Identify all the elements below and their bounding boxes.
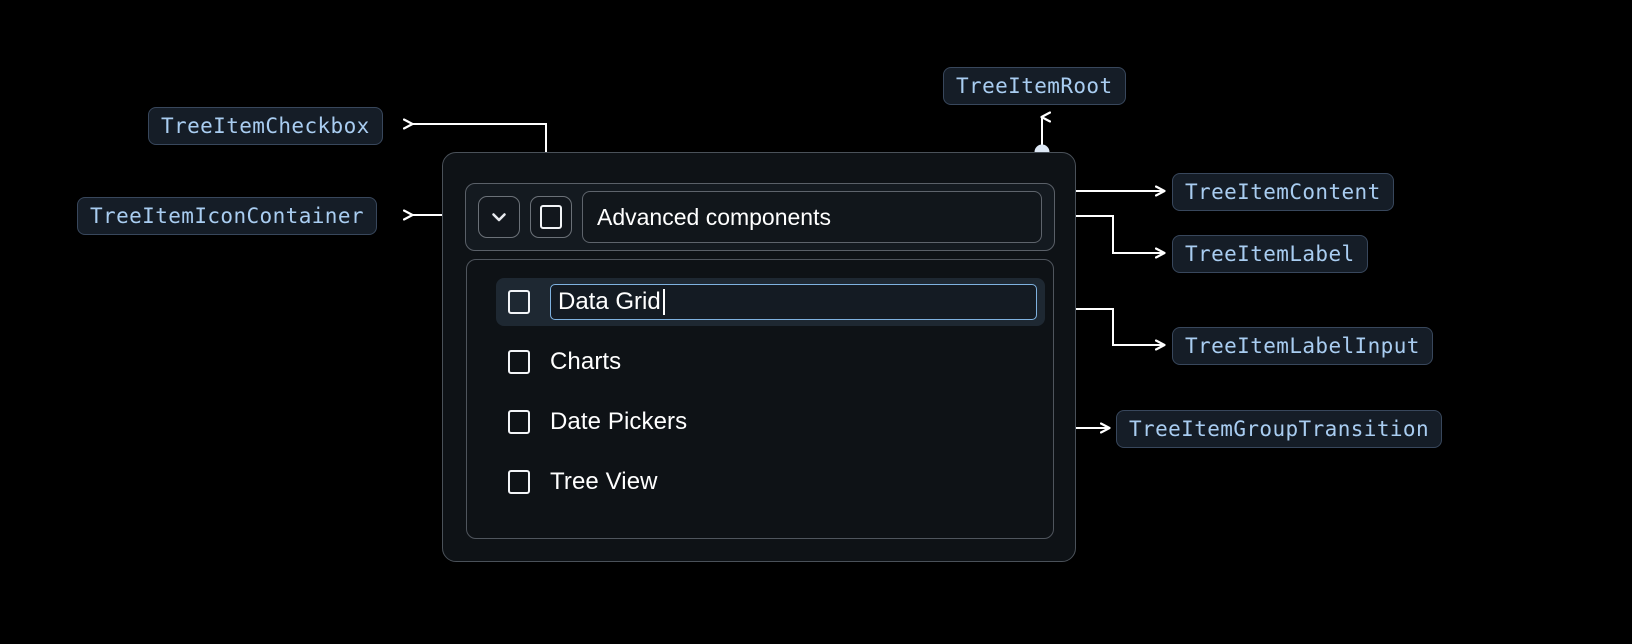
checkbox-unchecked-icon[interactable] bbox=[508, 350, 530, 374]
checkbox-unchecked-icon[interactable] bbox=[508, 410, 530, 434]
annotation-tree-item-root: TreeItemRoot bbox=[943, 67, 1126, 105]
annotation-tree-item-checkbox: TreeItemCheckbox bbox=[148, 107, 383, 145]
tree-item-row-data-grid[interactable]: Data Grid bbox=[496, 278, 1045, 326]
checkbox-unchecked-icon bbox=[540, 205, 562, 229]
tree-item-label-text: Date Pickers bbox=[550, 408, 688, 435]
tree-item-label-input[interactable]: Data Grid bbox=[550, 284, 1037, 320]
annotation-tree-item-label: TreeItemLabel bbox=[1172, 235, 1368, 273]
tree-item-row-tree-view[interactable]: Tree View bbox=[496, 458, 1045, 506]
tree-item-content[interactable]: Advanced components bbox=[465, 183, 1055, 251]
annotation-tree-item-label-input: TreeItemLabelInput bbox=[1172, 327, 1433, 365]
tree-item-label-text: Advanced components bbox=[597, 203, 831, 230]
tree-item-checkbox[interactable] bbox=[530, 196, 572, 238]
annotation-tree-item-group-transition: TreeItemGroupTransition bbox=[1116, 410, 1442, 448]
tree-item-root[interactable]: Advanced components Data Grid Charts Dat… bbox=[442, 152, 1076, 562]
chevron-down-icon bbox=[492, 213, 506, 222]
tree-item-label-text: Charts bbox=[550, 348, 622, 375]
tree-item-row-date-pickers[interactable]: Date Pickers bbox=[496, 398, 1045, 446]
checkbox-unchecked-icon[interactable] bbox=[508, 470, 530, 494]
text-caret bbox=[662, 289, 665, 315]
tree-item-label-input-value: Data Grid bbox=[558, 288, 661, 315]
tree-item-label[interactable]: Advanced components bbox=[582, 191, 1042, 243]
tree-item-group-transition: Data Grid Charts Date Pickers Tree View bbox=[466, 259, 1054, 539]
tree-item-label-text: Tree View bbox=[550, 468, 658, 495]
annotation-tree-item-content: TreeItemContent bbox=[1172, 173, 1394, 211]
tree-item-row-charts[interactable]: Charts bbox=[496, 338, 1045, 386]
annotation-tree-item-icon-container: TreeItemIconContainer bbox=[77, 197, 377, 235]
checkbox-unchecked-icon[interactable] bbox=[508, 290, 530, 314]
tree-item-icon-container[interactable] bbox=[478, 196, 520, 238]
